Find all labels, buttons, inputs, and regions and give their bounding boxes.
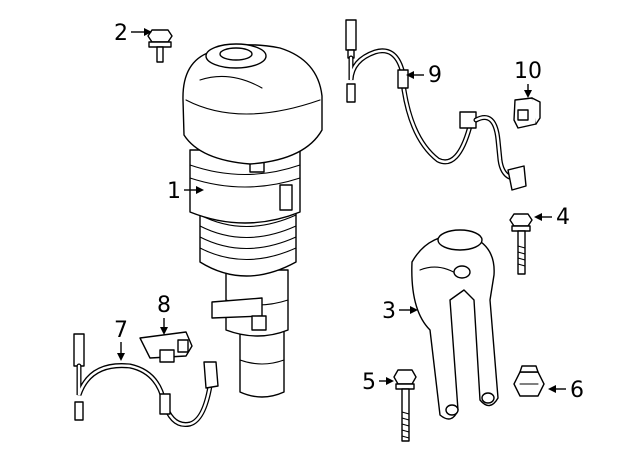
callout-label-2: 2 — [114, 21, 128, 46]
callout-label-8: 8 — [157, 293, 171, 318]
bolt-part-2 — [147, 29, 173, 63]
callout-4: 4 — [534, 205, 570, 230]
clip-bracket-part-8 — [139, 331, 193, 363]
callout-label-9: 9 — [428, 63, 442, 88]
bracket-part-3 — [411, 229, 499, 420]
callout-8: 8 — [157, 293, 171, 335]
callout-label-6: 6 — [570, 378, 584, 403]
callout-9: 9 — [406, 63, 442, 88]
callout-3: 3 — [382, 299, 418, 324]
callout-label-4: 4 — [556, 205, 570, 230]
bolt-part-5 — [393, 369, 417, 442]
callout-6: 6 — [548, 378, 584, 403]
connector-part-10 — [513, 97, 541, 129]
callout-label-7: 7 — [114, 318, 128, 343]
callout-label-10: 10 — [514, 59, 542, 84]
callout-label-1: 1 — [167, 179, 181, 204]
callout-2: 2 — [114, 21, 152, 46]
callout-1: 1 — [167, 179, 204, 204]
callout-7: 7 — [114, 318, 128, 361]
callout-5: 5 — [362, 370, 394, 395]
sensor-cable-part-7 — [73, 333, 219, 428]
callout-label-3: 3 — [382, 299, 396, 324]
bolt-part-4 — [509, 213, 533, 275]
callout-10: 10 — [514, 59, 542, 98]
sensor-cable-part-9 — [345, 19, 527, 191]
nut-part-6 — [513, 365, 545, 397]
air-strut-part-1 — [182, 43, 323, 398]
callout-label-5: 5 — [362, 370, 376, 395]
